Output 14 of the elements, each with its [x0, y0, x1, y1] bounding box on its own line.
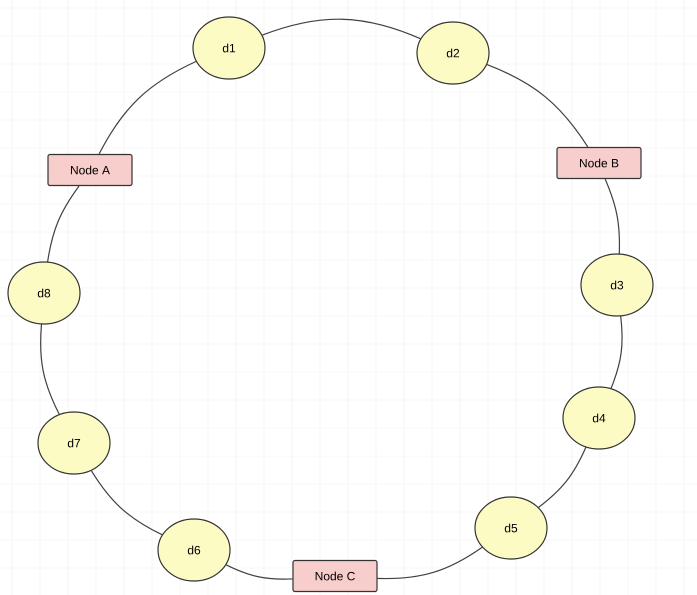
ring-arc — [98, 60, 196, 154]
ring-arc — [226, 564, 292, 580]
server-box: Node B — [556, 146, 642, 180]
ring-arc — [40, 324, 60, 414]
ring-arc — [538, 447, 586, 508]
server-box: Node A — [47, 154, 133, 186]
server-box: Node C — [292, 560, 378, 592]
ring-arc — [604, 178, 620, 254]
ring-arc — [262, 18, 421, 40]
ring-arc — [610, 316, 623, 388]
ring-arc — [47, 186, 80, 262]
ring-arc — [486, 64, 588, 148]
ring-arc — [378, 546, 482, 580]
ring-arc — [90, 470, 162, 536]
